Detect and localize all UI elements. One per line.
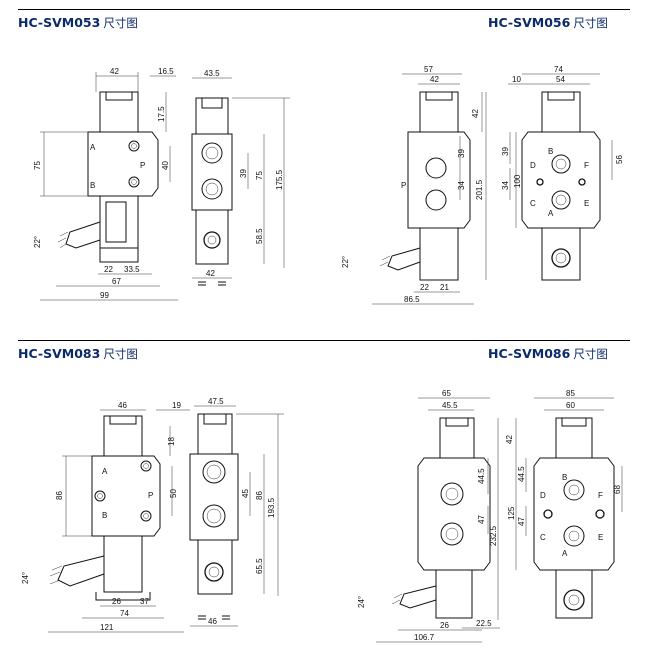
dimension-label: 46 (208, 617, 217, 626)
angle-label: 22° (341, 256, 350, 268)
dimension-label: 67 (112, 277, 121, 286)
dimension-label: 42 (471, 109, 480, 118)
svm086-side-view: 65 45.5 44.5 47 232.5 26 106.7 24° (357, 389, 499, 643)
port-label: A (562, 549, 568, 558)
dimension-label: 56 (615, 155, 624, 164)
dimension-label: 40 (161, 161, 170, 170)
dimension-label: 42 (505, 435, 514, 444)
dimension-label: 18 (167, 437, 176, 446)
dimension-label: 65.5 (255, 558, 264, 574)
dimension-label: 86 (255, 491, 264, 500)
dimension-label: 58.5 (255, 228, 264, 244)
dimension-label: 201.5 (475, 179, 484, 200)
dimension-label: 121 (100, 623, 114, 632)
dimension-label: 22 (104, 265, 113, 274)
dimension-label: 33.5 (124, 265, 140, 274)
dimension-label: 175.5 (275, 169, 284, 190)
port-label: A (90, 143, 96, 152)
port-label: A (548, 209, 554, 218)
dimension-label: 75 (255, 171, 264, 180)
dimension-label: 65 (442, 389, 451, 398)
dimension-label: 34 (457, 181, 466, 190)
dimension-label: 47 (477, 515, 486, 524)
port-label: P (148, 491, 153, 500)
dimension-label: 74 (120, 609, 129, 618)
dimension-label: 26 (440, 621, 449, 630)
dimension-label: 42 (206, 269, 215, 278)
svm056-side-view: P 57 42 42 39 34 201.5 22 21 86.5 22° (341, 65, 487, 305)
dimension-label: 57 (424, 65, 433, 74)
dimension-label: 86 (55, 491, 64, 500)
port-label: B (102, 511, 107, 520)
dimension-label: 46 (118, 401, 127, 410)
dimension-label: 68 (613, 485, 622, 494)
dimension-label: 47.5 (208, 397, 224, 406)
dimension-label: 37 (140, 597, 149, 606)
port-label: P (401, 181, 406, 190)
svm083-front-view: 47.5 45 86 193.5 65.5 46 (189, 397, 284, 627)
dimension-label: 100 (513, 174, 522, 188)
dimension-label: 39 (501, 147, 510, 156)
dimension-label: 54 (556, 75, 565, 84)
dimension-label: 39 (239, 169, 248, 178)
svm056-front-view: D B C A E F 74 10 54 39 100 34 56 (501, 65, 624, 281)
port-label: B (562, 473, 567, 482)
dimension-label: 86.5 (404, 295, 420, 304)
port-label: B (90, 181, 95, 190)
dimension-label: 22 (420, 283, 429, 292)
dimension-label: 21 (440, 283, 449, 292)
port-label: F (584, 161, 589, 170)
port-label: C (540, 533, 546, 542)
dimension-label: 10 (512, 75, 521, 84)
port-label: D (530, 161, 536, 170)
port-label: D (540, 491, 546, 500)
svm083-side-view: A B P 46 19 18 86 50 26 37 74 121 24° (21, 401, 190, 633)
svm053-front-view: 43.5 39 75 175.5 58.5 42 (191, 69, 290, 286)
svm086-front-view: B D F C A E 85 60 42 44.5 125 47 68 22.5 (462, 389, 623, 629)
port-label: E (598, 533, 603, 542)
dimension-label: 60 (566, 401, 575, 410)
port-label: C (530, 199, 536, 208)
dimension-label: 85 (566, 389, 575, 398)
port-label: F (598, 491, 603, 500)
dimension-label: 39 (457, 149, 466, 158)
dimension-label: 50 (169, 489, 178, 498)
dimension-label: 42 (430, 75, 439, 84)
dimension-label: 99 (100, 291, 109, 300)
dimension-label: 193.5 (267, 497, 276, 518)
dimension-label: 45.5 (442, 401, 458, 410)
angle-label: 24° (357, 596, 366, 608)
dimension-label: 43.5 (204, 69, 220, 78)
dimension-label: 17.5 (157, 106, 166, 122)
dimension-label: 125 (507, 506, 516, 520)
dimension-label: 106.7 (414, 633, 435, 642)
port-label: P (140, 161, 145, 170)
dimension-label: 45 (241, 489, 250, 498)
dimension-label: 42 (110, 67, 119, 76)
port-label: B (548, 147, 553, 156)
dimension-label: 34 (501, 181, 510, 190)
middle-rule (18, 340, 630, 341)
dimension-label: 22.5 (476, 619, 492, 628)
port-label: E (584, 199, 589, 208)
port-label: A (102, 467, 108, 476)
dimension-label: 26 (112, 597, 121, 606)
dimension-label: 232.5 (489, 525, 498, 546)
angle-label: 24° (21, 572, 30, 584)
dimension-label: 19 (172, 401, 181, 410)
angle-label: 22° (33, 236, 42, 248)
top-rule (18, 9, 630, 10)
dimension-label: 44.5 (477, 468, 486, 484)
dimension-label: 74 (554, 65, 563, 74)
dimension-label: 44.5 (517, 466, 526, 482)
dimension-label: 16.5 (158, 67, 174, 76)
dimension-label: 75 (33, 161, 42, 170)
svm053-side-view: A B P 42 16.5 17.5 75 40 22 33.5 67 99 2… (33, 67, 178, 301)
dimension-label: 47 (517, 517, 526, 526)
